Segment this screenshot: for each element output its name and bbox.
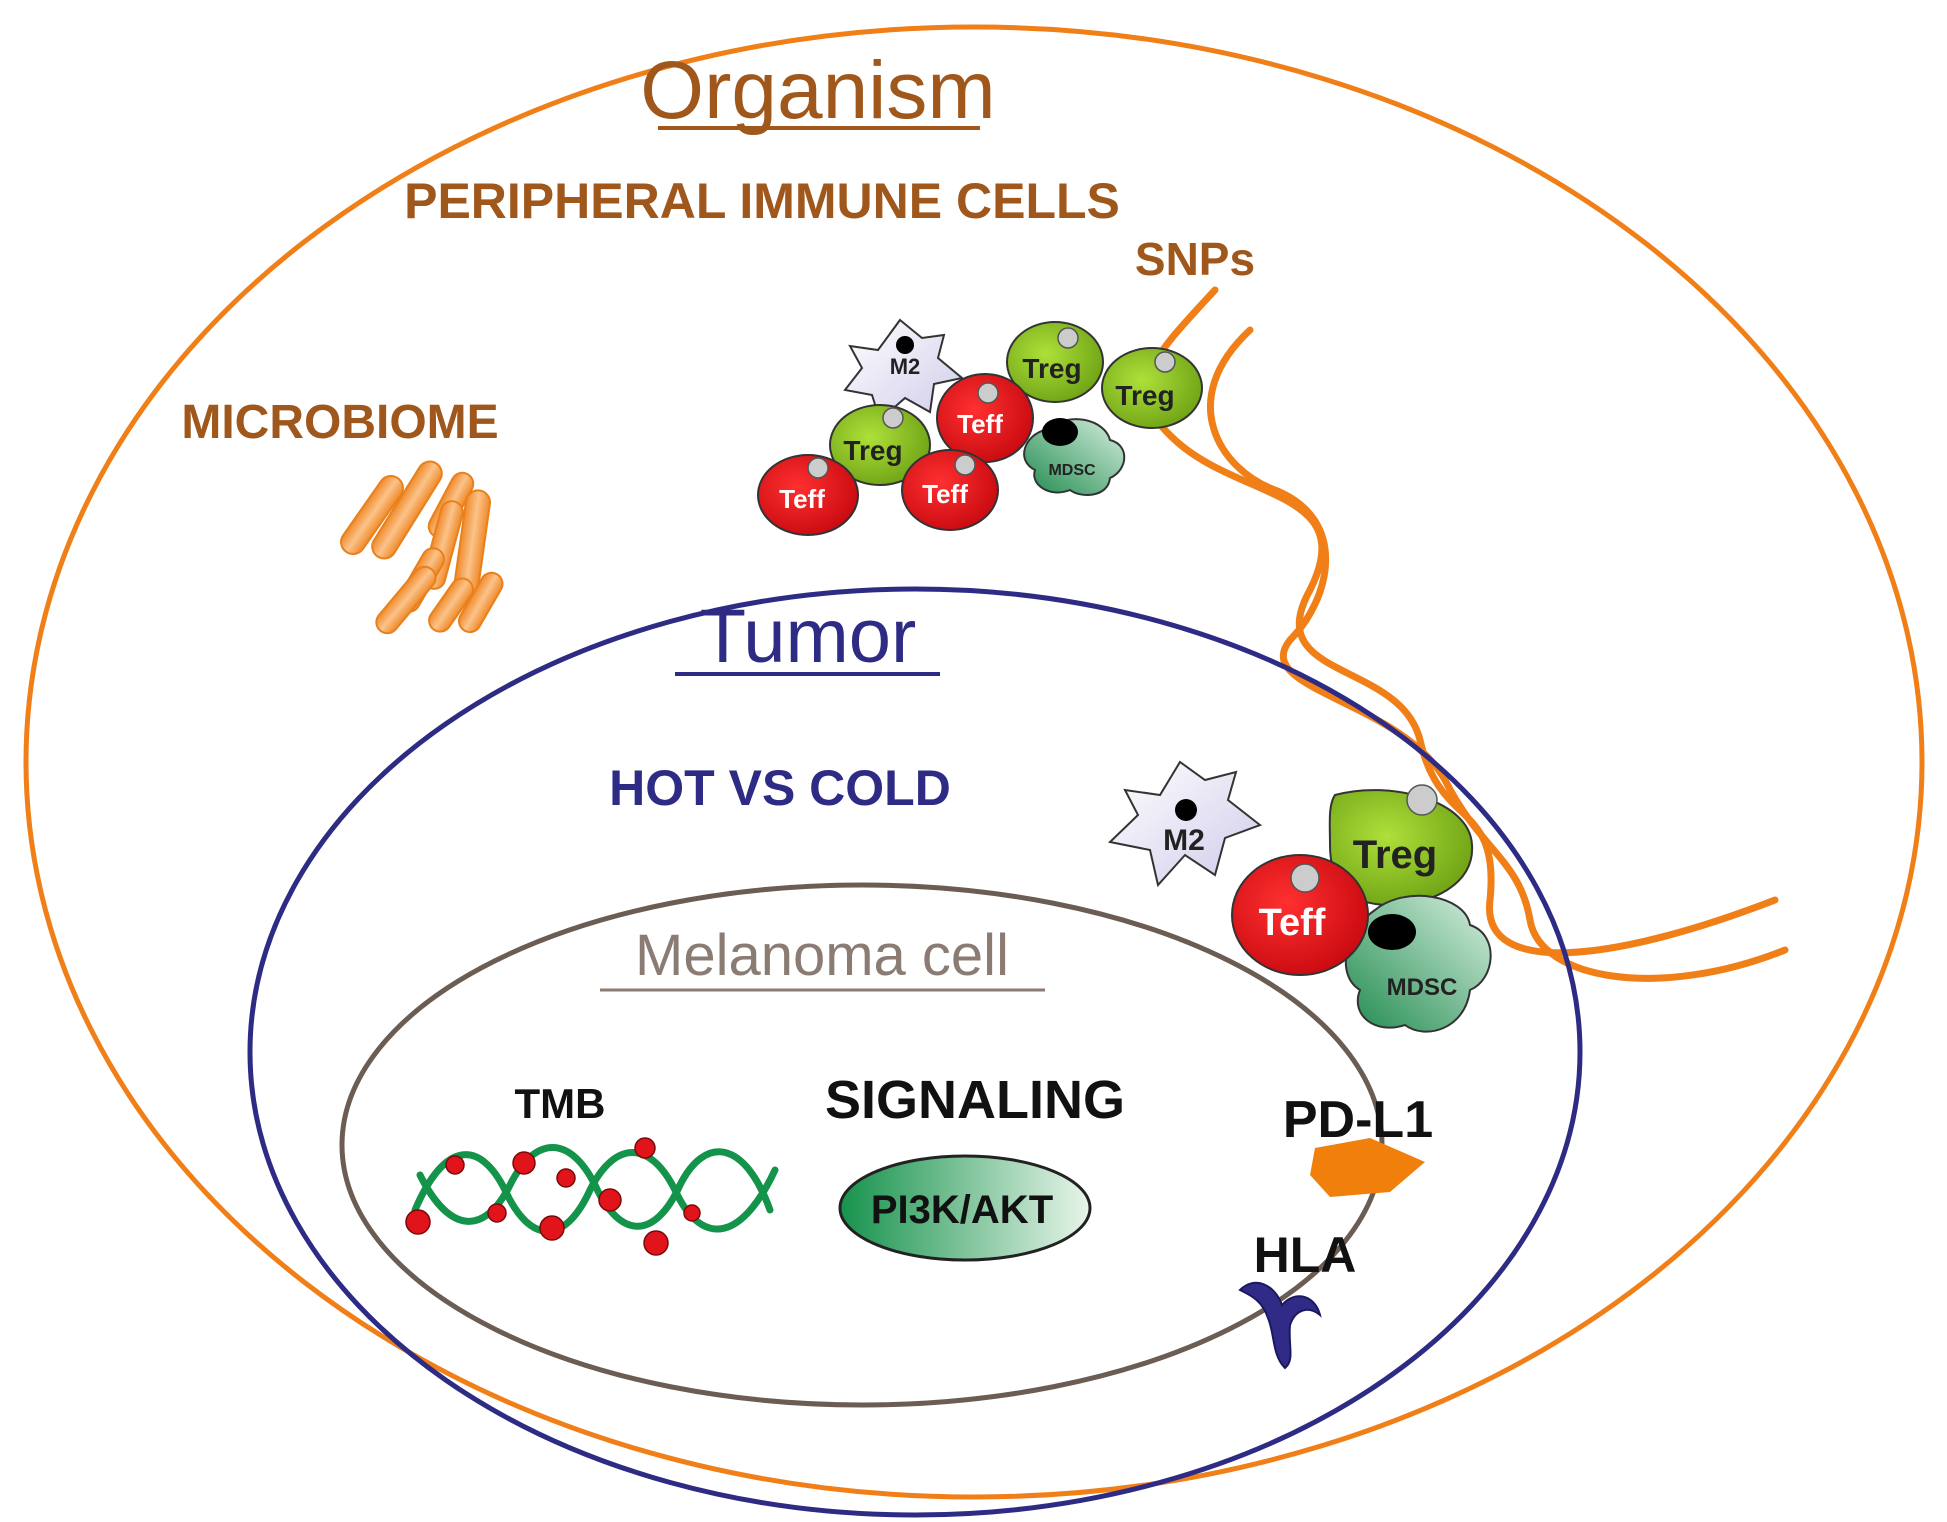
m2-label: M2 <box>890 354 921 379</box>
m2-label: M2 <box>1163 824 1205 857</box>
pentagon-icon <box>1310 1138 1425 1197</box>
tumor-immune-cluster: M2 Treg MDSC Teff <box>1107 760 1492 1033</box>
teff-cell <box>1231 854 1369 976</box>
mdsc-label: MDSC <box>1048 462 1096 479</box>
treg-label: Treg <box>1022 353 1081 384</box>
treg-label: Treg <box>1353 833 1437 877</box>
treg-cell <box>1101 347 1203 429</box>
teff-label: Teff <box>922 479 968 509</box>
melanoma-cell-title: Melanoma cell <box>635 923 1009 988</box>
treg-cell <box>829 404 931 486</box>
teff-label: Teff <box>957 409 1003 439</box>
organism-boundary <box>23 24 1925 1500</box>
m2-macrophage <box>1107 760 1263 888</box>
snps-label: SNPs <box>1135 233 1255 285</box>
snp-dna-strands-icon <box>1142 286 1789 982</box>
tumor-title: Tumor <box>700 594 917 679</box>
receptor-icon <box>1238 1281 1322 1370</box>
mdsc-label: MDSC <box>1387 974 1458 1001</box>
hot-vs-cold-label: HOT VS COLD <box>609 760 951 816</box>
organism-title: Organism <box>640 45 995 136</box>
peripheral-immune-cluster: M2 Treg Treg Teff MDSC Treg Teff Teff <box>757 318 1203 536</box>
treg-label: Treg <box>1115 380 1174 411</box>
dna-helix-icon <box>405 1137 779 1256</box>
teff-cell <box>757 454 859 536</box>
peripheral-immune-cells-label: PERIPHERAL IMMUNE CELLS <box>404 173 1120 229</box>
tmb-label: TMB <box>515 1080 606 1127</box>
treg-label: Treg <box>843 435 902 466</box>
pi3k-akt-label: PI3K/AKT <box>871 1188 1053 1232</box>
mutation-dots <box>405 1137 701 1256</box>
treg-cell <box>1006 321 1104 403</box>
microbiome-label: MICROBIOME <box>181 396 498 449</box>
bacteria-icon <box>340 460 504 635</box>
pi3k-akt-node <box>838 1154 1092 1262</box>
tumor-boundary <box>247 586 1583 1518</box>
hla-label: HLA <box>1254 1227 1357 1283</box>
m2-macrophage <box>843 318 965 422</box>
teff-label: Teff <box>779 484 825 514</box>
pd-l1-label: PD-L1 <box>1283 1091 1433 1149</box>
teff-label: Teff <box>1259 902 1326 944</box>
signaling-label: SIGNALING <box>825 1070 1125 1130</box>
